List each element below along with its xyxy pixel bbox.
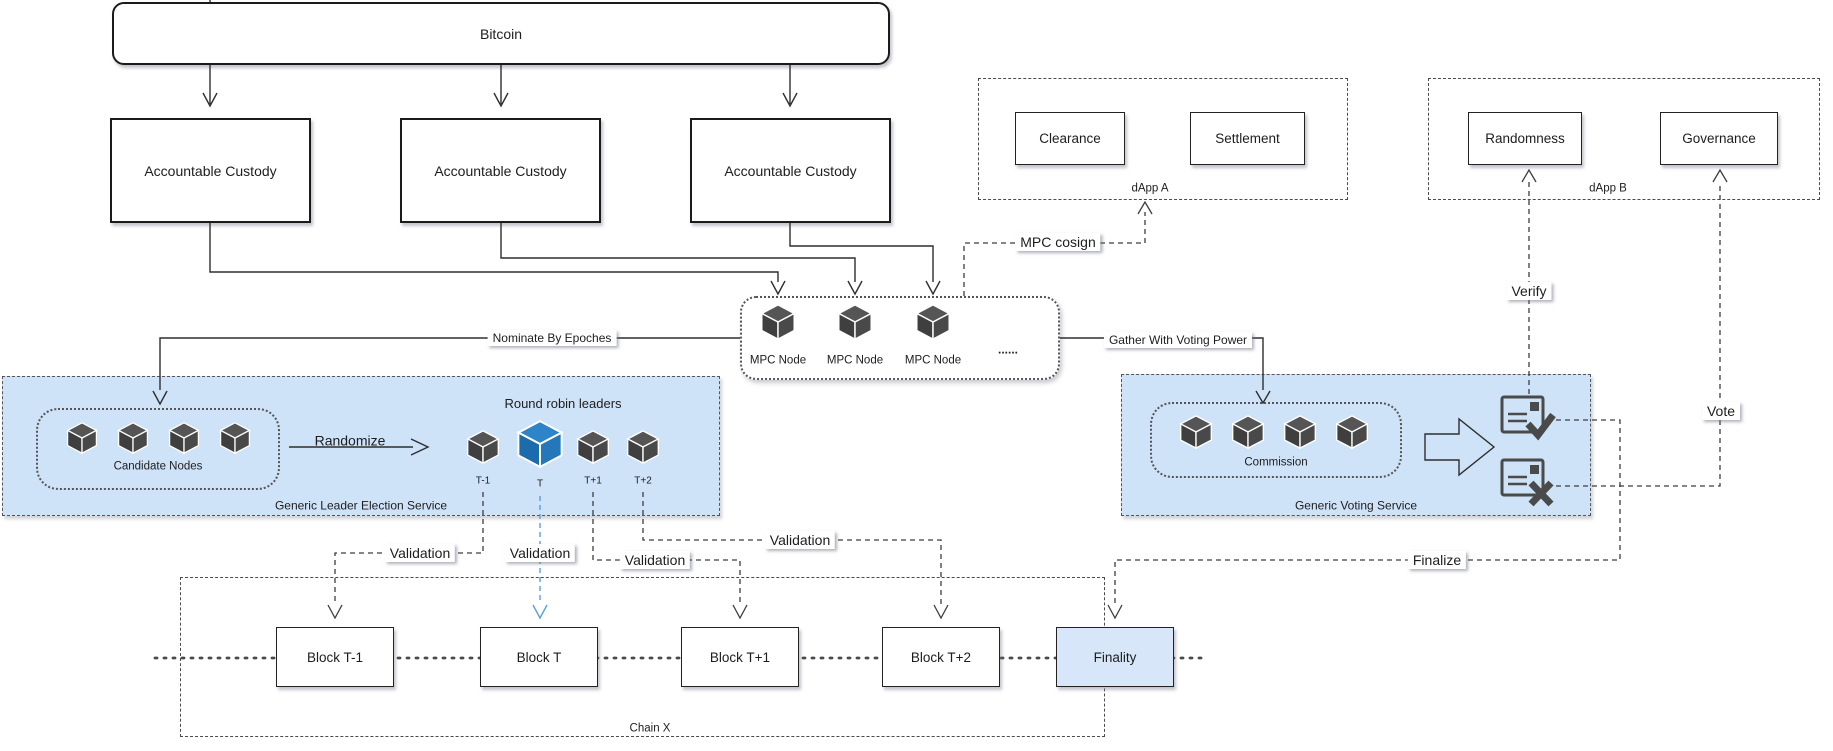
clearance-label: Clearance: [1039, 131, 1101, 146]
slot-label: T+2: [634, 475, 652, 487]
candidate-nodes-label: Candidate Nodes: [113, 460, 203, 473]
custody-box: Accountable Custody: [110, 118, 311, 223]
commission-cube-icon: [1179, 415, 1213, 450]
governance-label: Governance: [1682, 131, 1756, 146]
block-node: Block T+2: [882, 627, 1000, 687]
clearance-box: Clearance: [1015, 112, 1125, 165]
vote-edge-label: Vote: [1701, 402, 1741, 420]
ballot-approve-icon: [1500, 392, 1556, 446]
leader-slot-cube-icon: [576, 430, 610, 465]
chain-label: Chain X: [629, 722, 671, 735]
mpc-group-box: [740, 296, 1060, 380]
leader-service-label: Generic Leader Election Service: [274, 498, 448, 513]
governance-box: Governance: [1660, 112, 1778, 165]
leader-slot-cube-active-icon: [516, 420, 564, 469]
voting-service-label: Generic Voting Service: [1294, 498, 1418, 513]
settlement-label: Settlement: [1215, 131, 1280, 146]
round-robin-title: Round robin leaders: [504, 395, 622, 411]
validation-edge-label: Validation: [504, 544, 576, 562]
randomness-box: Randomness: [1468, 112, 1582, 165]
custody-box: Accountable Custody: [690, 118, 891, 223]
commission-cube-icon: [1231, 415, 1265, 450]
slot-label: T: [536, 478, 544, 490]
mpc-cosign-edge-label: MPC cosign: [1015, 233, 1101, 251]
validation-edge-label: Validation: [764, 531, 836, 549]
candidate-cube-icon: [168, 422, 200, 455]
candidate-cube-icon: [219, 422, 251, 455]
gather-edge-label: Gather With Voting Power: [1103, 332, 1253, 348]
slot-label: T-1: [475, 475, 491, 487]
mpc-node-cube-icon: [915, 304, 951, 341]
ballot-reject-icon: [1500, 455, 1556, 509]
mpc-node-label: MPC Node: [749, 354, 807, 367]
finalize-edge-label: Finalize: [1407, 551, 1467, 569]
validation-edge-label: Validation: [384, 544, 456, 562]
block-node: Block T-1: [276, 627, 394, 687]
mpc-node-label: MPC Node: [826, 354, 884, 367]
commission-cube-icon: [1283, 415, 1317, 450]
bitcoin-label: Bitcoin: [479, 25, 523, 42]
candidate-nodes-container: [36, 408, 280, 490]
dapp-a-container: [978, 78, 1348, 200]
candidate-cube-icon: [117, 422, 149, 455]
nominate-edge-label: Nominate By Epoches: [487, 330, 617, 346]
validation-edge-label: Validation: [619, 551, 691, 569]
mpc-node-cube-icon: [837, 304, 873, 341]
custody-box: Accountable Custody: [400, 118, 601, 223]
verify-edge-label: Verify: [1506, 282, 1552, 300]
leader-slot-cube-icon: [466, 430, 500, 465]
settlement-box: Settlement: [1190, 112, 1305, 165]
leader-slot-cube-icon: [626, 430, 660, 465]
mpc-node-label: MPC Node: [904, 354, 962, 367]
mpc-ellipsis-label: ......: [997, 342, 1019, 357]
candidate-cube-icon: [66, 422, 98, 455]
finality-node: Finality: [1056, 627, 1174, 687]
commission-cube-icon: [1335, 415, 1369, 450]
commission-label: Commission: [1244, 456, 1308, 469]
dapp-b-label: dApp B: [1589, 182, 1627, 195]
randomness-label: Randomness: [1485, 131, 1565, 146]
slot-label: T+1: [584, 475, 602, 487]
bitcoin-box: Bitcoin: [112, 2, 890, 65]
randomize-edge-label: Randomize: [314, 432, 386, 449]
mpc-node-cube-icon: [760, 304, 796, 341]
block-node: Block T+1: [681, 627, 799, 687]
block-node: Block T: [480, 627, 598, 687]
dapp-a-label: dApp A: [1131, 182, 1169, 195]
